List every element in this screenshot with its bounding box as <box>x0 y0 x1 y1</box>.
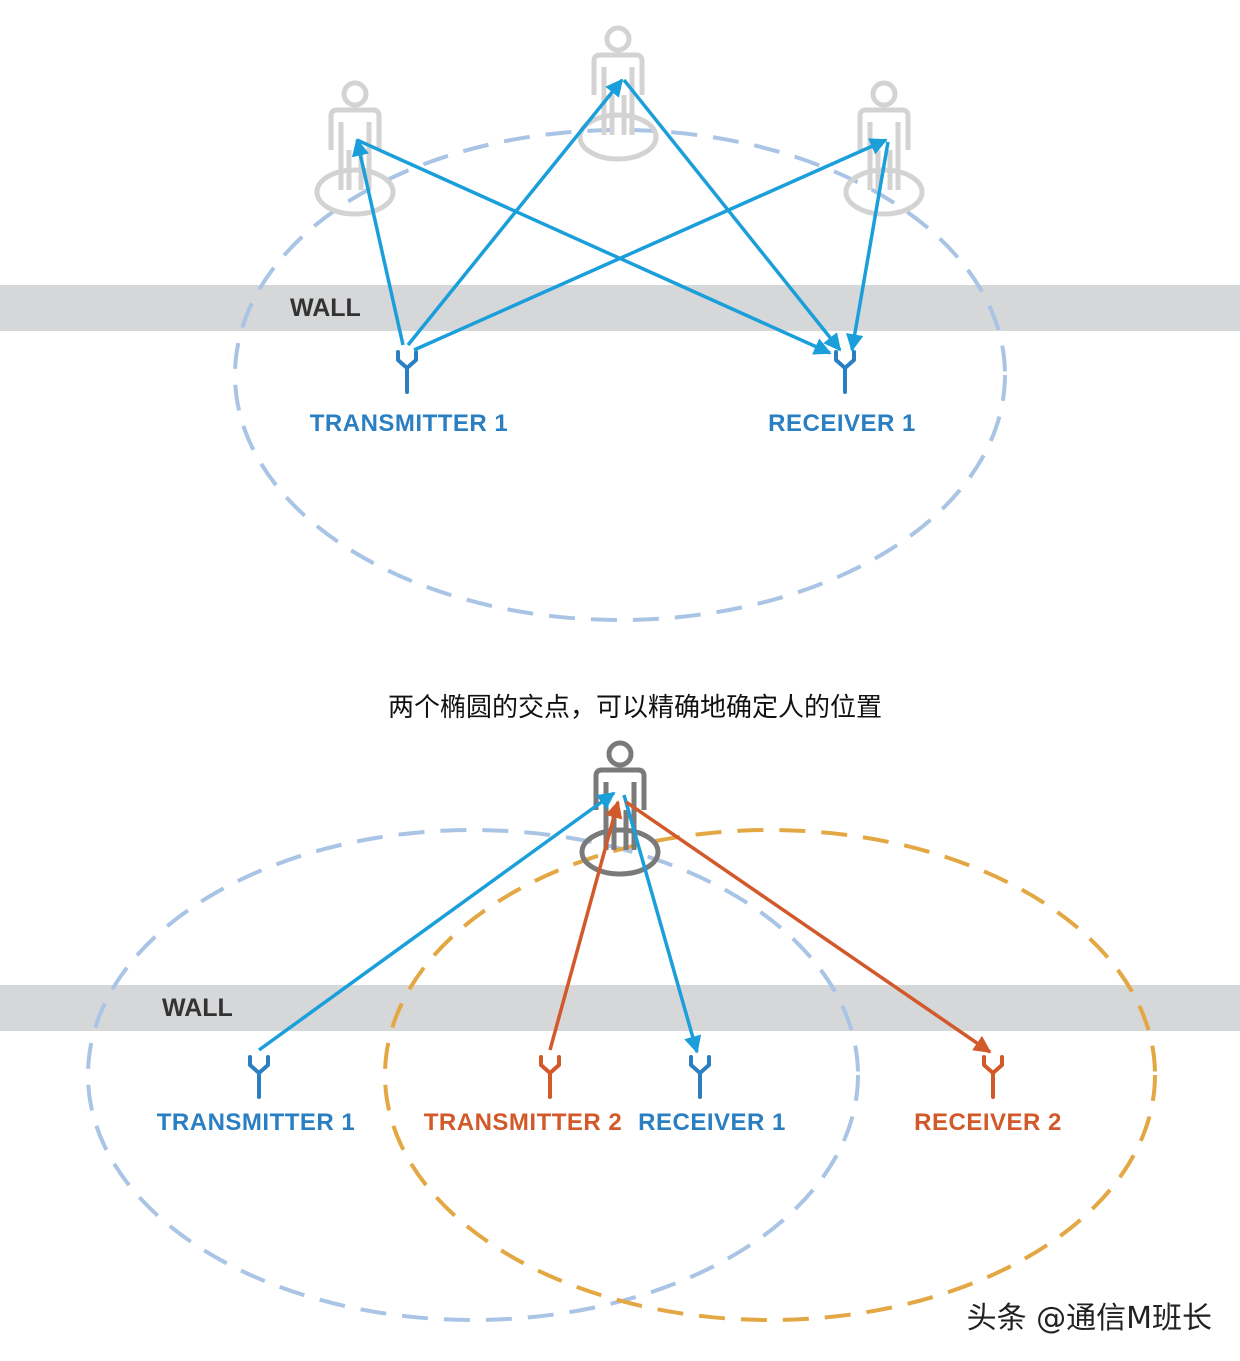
signal-person-to-rx2 <box>625 800 992 1054</box>
person-icon-center <box>580 28 656 159</box>
signal-left-person-to-rx <box>356 138 832 355</box>
ellipse-blue-bottom <box>86 828 860 1322</box>
signal-tx2-to-person <box>548 800 623 1051</box>
wall-label-top: WALL <box>290 294 361 322</box>
transmitter-2-label-bottom: TRANSMITTER 2 <box>424 1109 623 1136</box>
signal-paths-bottom <box>257 791 992 1054</box>
signal-tx1-to-person <box>257 791 616 1052</box>
ellipse-orange-bottom <box>383 828 1157 1322</box>
person-icon-left <box>317 83 393 214</box>
signal-person-to-rx1 <box>622 794 702 1054</box>
antenna-icon-receiver-1 <box>689 1055 711 1099</box>
signal-tx-to-left-person <box>351 138 405 346</box>
antenna-icon-transmitter-2 <box>539 1055 561 1099</box>
top-diagram: WALL TRANSMITTER 1 RECEIVER 1 <box>0 28 1240 622</box>
signal-tx-to-center-person <box>406 78 624 347</box>
receiver-2-label-bottom: RECEIVER 2 <box>914 1109 1062 1136</box>
signal-right-person-to-rx <box>846 141 890 352</box>
wall-label-bottom: WALL <box>162 994 233 1022</box>
signal-paths-top <box>351 78 890 355</box>
receiver-1-label-top: RECEIVER 1 <box>768 410 916 437</box>
signal-tx-to-right-person <box>413 138 888 352</box>
bottom-diagram: WALL TRANSMITTER 1 TRANSMITTER 2 RECEIVE… <box>0 743 1240 1322</box>
signal-center-person-to-rx <box>622 78 842 352</box>
transmitter-1-label-bottom: TRANSMITTER 1 <box>157 1109 356 1136</box>
transmitter-1-label-top: TRANSMITTER 1 <box>310 410 509 437</box>
antenna-icon-receiver-2 <box>982 1055 1004 1099</box>
antenna-icon-transmitter-1 <box>248 1055 270 1099</box>
watermark: 头条 @通信M班长 <box>967 1301 1212 1336</box>
receiver-1-label-bottom: RECEIVER 1 <box>638 1109 786 1136</box>
antenna-icon-transmitter-top <box>396 350 418 394</box>
caption: 两个椭圆的交点，可以精确地确定人的位置 <box>388 693 882 723</box>
ellipse-top <box>233 128 1007 622</box>
wall-band-top <box>0 285 1240 331</box>
antenna-icon-receiver-top <box>834 350 856 394</box>
wall-band-bottom <box>0 985 1240 1031</box>
